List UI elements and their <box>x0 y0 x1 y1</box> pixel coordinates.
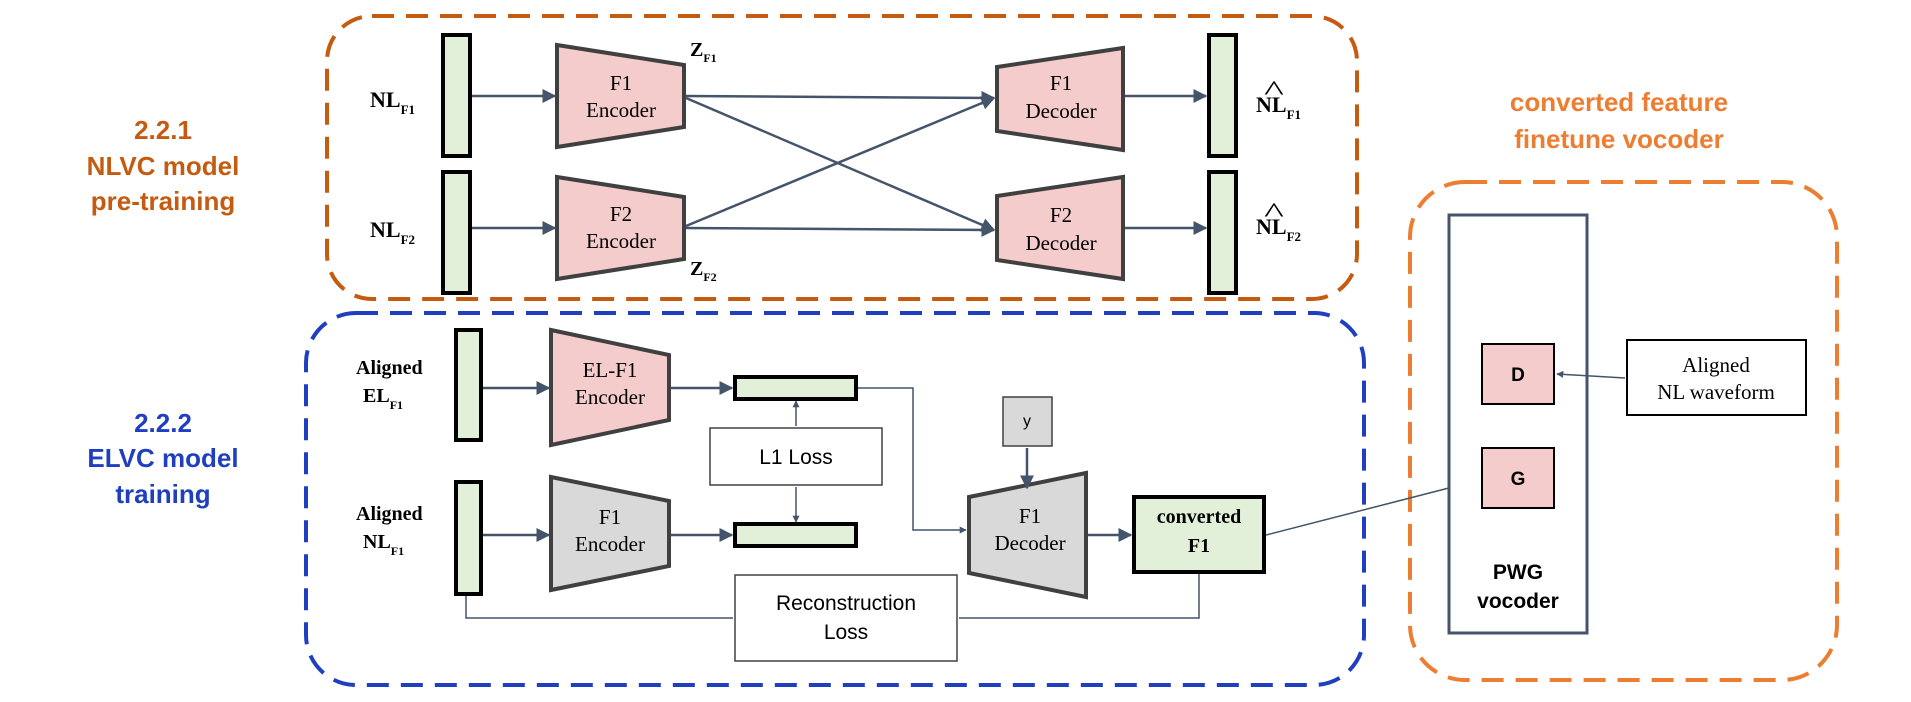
training-el-f1-encoder-label-line2: Encoder <box>575 385 645 409</box>
pretrain-encoder1-label-line2: Encoder <box>586 98 656 122</box>
pretrain-encoder2-label-line2: Encoder <box>586 229 656 253</box>
pretrain-output2-label: NLF2 <box>1256 214 1301 244</box>
training-input-nl-label-line2: NLF1 <box>363 531 404 558</box>
training-f1-decoder <box>967 470 1088 600</box>
pretrain-arrow-encoder1-to-decoder2 <box>685 96 996 232</box>
reconstruction-loss-right-connector <box>959 574 1200 619</box>
pretrain-output1-hat: ^ <box>1264 75 1284 106</box>
pretrain-encoder2 <box>555 174 686 282</box>
reconstruction-loss-left-connector <box>465 596 733 619</box>
pretrain-input1-feature <box>441 33 472 158</box>
speaker-y-box <box>1002 396 1053 447</box>
pretrain-output1-label: NLF1 <box>1256 92 1301 122</box>
reconstruction-loss-label-line1: Reconstruction <box>776 592 916 615</box>
pwg-vocoder-label-line1: PWG <box>1493 561 1543 584</box>
waveform-to-discriminator-arrow <box>1556 370 1626 379</box>
pretrain-section-number: 2.2.1 <box>134 115 192 145</box>
finetune-section-title-line2: finetune vocoder <box>1514 124 1723 154</box>
pretrain-output2-hat: ^ <box>1264 197 1284 228</box>
pretrain-decoder1-label-line2: Decoder <box>1025 99 1096 123</box>
pretrain-encoder1-label-line1: F1 <box>610 71 632 95</box>
training-f1-encoder-label-line2: Encoder <box>575 532 645 556</box>
training-section-title-line2: training <box>115 479 210 509</box>
pretrain-decoder1-label-line1: F1 <box>1050 71 1072 95</box>
pretrain-arrow-encoder2-to-decoder1 <box>685 96 996 228</box>
converted-to-vocoder-g-arrow <box>1265 478 1481 536</box>
training-input-el-feature <box>454 328 483 442</box>
pretrain-latent1-label: ZF1 <box>690 39 717 65</box>
generator-g-label: G <box>1511 469 1526 490</box>
training-f1-decoder-label-line2: Decoder <box>994 531 1065 555</box>
pretrain-encoder1 <box>555 42 686 150</box>
training-section-number: 2.2.2 <box>134 408 192 438</box>
training-f1-encoder-label-line1: F1 <box>599 505 621 529</box>
el-latent-to-decoder-connector <box>858 387 967 534</box>
training-input-nl-feature <box>454 480 483 596</box>
finetune-section-title-line1: converted feature <box>1510 87 1728 117</box>
pretrain-input2-feature <box>441 170 472 295</box>
aligned-nl-waveform-label-line1: Aligned <box>1682 353 1750 377</box>
discriminator-d-label: D <box>1511 365 1525 386</box>
aligned-nl-waveform-label-line2: NL waveform <box>1657 380 1775 404</box>
training-section-border <box>304 311 1366 687</box>
pretrain-section-title-line2: pre-training <box>91 186 235 216</box>
pretrain-output1-feature <box>1207 33 1238 158</box>
pretrain-encoder2-label-line1: F2 <box>610 202 632 226</box>
training-nl-latent-feature <box>733 522 858 548</box>
reconstruction-loss-box <box>734 574 958 662</box>
pwg-vocoder-box <box>1447 213 1589 635</box>
generator-g-box <box>1481 447 1555 509</box>
converted-f1-label-line2: F1 <box>1188 535 1210 557</box>
training-input-el-label-line2: ELF1 <box>363 385 403 412</box>
pwg-vocoder-label-line2: vocoder <box>1477 590 1559 613</box>
pretrain-output2-feature <box>1207 170 1238 295</box>
training-el-latent-feature <box>733 375 858 401</box>
pretrain-input1-label: NLF1 <box>370 87 415 117</box>
discriminator-d-box <box>1481 343 1555 405</box>
pretrain-arrow-encoder2-to-decoder2 <box>685 222 996 237</box>
pretrain-input2-label: NLF2 <box>370 217 415 247</box>
pretrain-decoder1 <box>995 45 1125 153</box>
aligned-nl-waveform-box <box>1626 339 1807 416</box>
converted-f1-box <box>1132 495 1266 574</box>
pretrain-decoder2-label-line2: Decoder <box>1025 231 1096 255</box>
finetune-section-border <box>1408 180 1839 682</box>
pretrain-latent2-label: ZF2 <box>690 258 717 284</box>
training-input-nl-label-line1: Aligned <box>356 503 423 525</box>
training-el-f1-encoder-label-line1: EL-F1 <box>583 358 638 382</box>
training-section-title-line1: ELVC model <box>87 443 238 473</box>
pretrain-section-title-line1: NLVC model <box>87 151 240 181</box>
training-el-f1-encoder <box>549 327 671 448</box>
pretrain-section-border <box>325 14 1359 301</box>
pretrain-decoder2-label-line1: F2 <box>1050 203 1072 227</box>
pretrain-arrow-encoder1-to-decoder1 <box>685 90 996 105</box>
converted-f1-label-line1: converted <box>1157 506 1241 528</box>
l1-loss-box <box>709 427 883 486</box>
reconstruction-loss-label-line2: Loss <box>824 621 868 644</box>
pretrain-decoder2 <box>995 174 1125 282</box>
training-f1-encoder <box>549 474 671 593</box>
training-input-el-label-line1: Aligned <box>356 357 423 379</box>
l1-loss-label: L1 Loss <box>759 446 833 469</box>
training-f1-decoder-label-line1: F1 <box>1019 504 1041 528</box>
speaker-y-label: y <box>1023 413 1031 430</box>
